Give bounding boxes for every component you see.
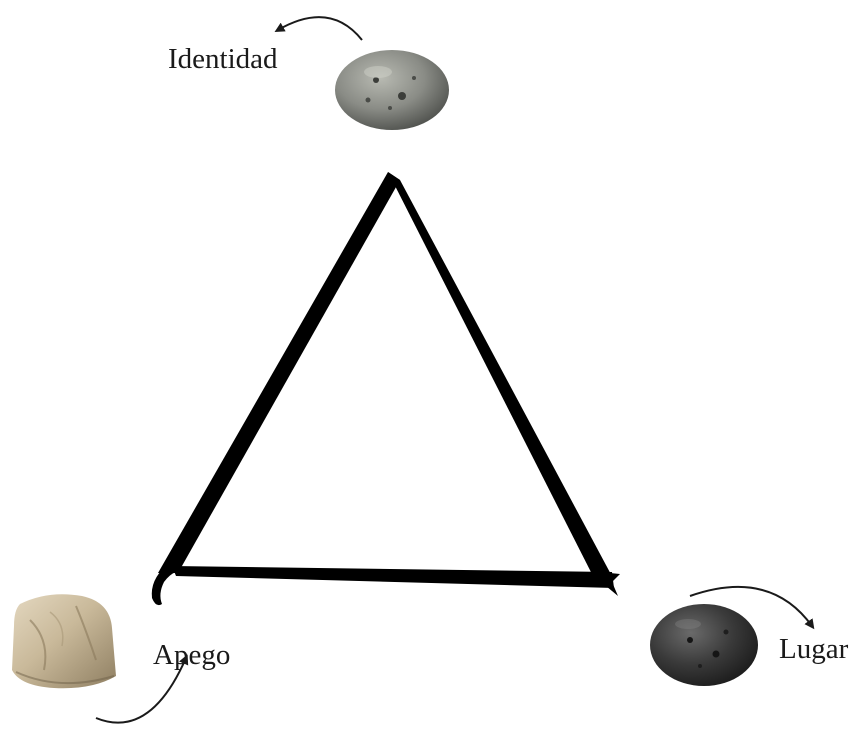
triangle-left-edge xyxy=(158,172,400,573)
node-label-lugar: Lugar xyxy=(779,635,848,664)
triangle-bottom-edge xyxy=(172,566,614,588)
grey-pumice-stone-image xyxy=(335,50,449,130)
brush-stroke-triangle xyxy=(152,172,620,605)
node-label-identidad: Identidad xyxy=(168,45,278,74)
node-label-apego: Apego xyxy=(153,641,230,670)
dark-basalt-stone-image xyxy=(650,604,758,686)
triangle-brush-flick xyxy=(152,566,176,605)
beige-sandstone-block-image xyxy=(12,594,116,688)
curved-arrow-icon xyxy=(278,17,362,40)
triangle-right-edge xyxy=(388,172,614,582)
